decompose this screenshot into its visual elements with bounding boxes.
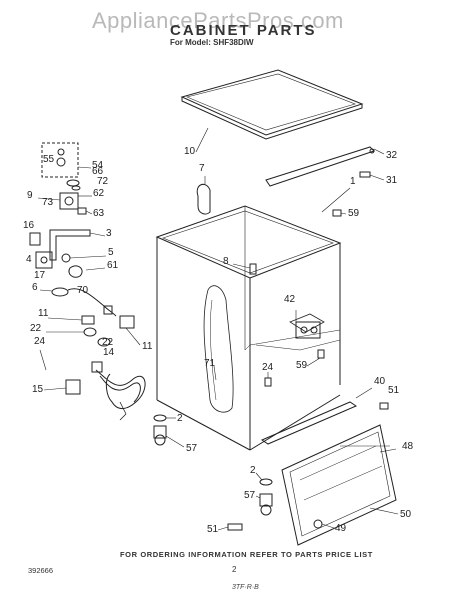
caster-57-left — [153, 414, 185, 448]
callout-51b: 51 — [207, 524, 219, 535]
document-number: 392666 — [28, 566, 54, 575]
screw-59-upper — [332, 209, 347, 217]
screw-8 — [232, 263, 257, 275]
callout-55: 55 — [43, 154, 55, 165]
callout-31: 31 — [386, 175, 398, 186]
callout-63: 63 — [93, 208, 105, 219]
page-number: 2 — [232, 565, 237, 574]
callout-11b: 11 — [142, 341, 153, 352]
cabinet-top-panel — [180, 69, 364, 140]
control-parts-group — [29, 142, 146, 421]
callout-8: 8 — [223, 256, 229, 267]
callout-72: 72 — [97, 176, 109, 187]
callout-49: 49 — [335, 523, 347, 534]
callout-62: 62 — [93, 188, 105, 199]
callout-66: 66 — [92, 166, 104, 177]
screw-51-lower — [217, 523, 243, 531]
callout-48: 48 — [402, 441, 414, 452]
callout-22b: 22 — [102, 337, 114, 348]
callout-50: 50 — [400, 509, 412, 520]
callout-71: 71 — [204, 358, 216, 369]
callout-16: 16 — [23, 220, 35, 231]
callout-42: 42 — [284, 294, 296, 305]
ordering-footer-note: FOR ORDERING INFORMATION REFER TO PARTS … — [120, 550, 373, 559]
cabinet-body — [155, 205, 342, 451]
callout-2a: 2 — [177, 413, 183, 424]
side-insulation-71 — [203, 285, 234, 413]
diagram-title: CABINET PARTS — [170, 22, 317, 39]
callout-6: 6 — [32, 282, 38, 293]
callout-57b: 57 — [244, 490, 256, 501]
bottom-code: 3TF·R·B — [232, 584, 259, 591]
motor-assembly-42 — [289, 310, 325, 339]
strap-32 — [265, 146, 375, 187]
callout-57a: 57 — [186, 443, 198, 454]
hook-7 — [196, 183, 211, 215]
screw-59-lower — [306, 349, 325, 367]
callout-70: 70 — [77, 285, 89, 296]
watermark-text: AppliancePartsPros.com — [92, 8, 344, 33]
diagram-subtitle: For Model: SHF38DIW — [170, 38, 254, 47]
callout-24b: 24 — [262, 362, 274, 373]
callout-3: 3 — [106, 228, 112, 239]
callout-7: 7 — [199, 163, 205, 174]
callout-4: 4 — [26, 254, 32, 265]
callout-73: 73 — [42, 197, 54, 208]
callout-17: 17 — [34, 270, 46, 281]
caster-57-right — [255, 472, 273, 516]
callout-32: 32 — [386, 150, 398, 161]
callout-59b: 59 — [296, 360, 308, 371]
callout-61: 61 — [107, 260, 119, 271]
callout-24a: 24 — [34, 336, 46, 347]
front-kick-panel-48 — [281, 424, 399, 546]
callout-10: 10 — [184, 146, 196, 157]
callout-15: 15 — [32, 384, 44, 395]
callout-11a: 11 — [38, 308, 49, 319]
callout-1: 1 — [350, 176, 356, 187]
callout-14: 14 — [103, 347, 115, 358]
callout-54: 54 — [92, 160, 104, 171]
screw-24-cabinet — [264, 372, 272, 387]
callout-59a: 59 — [348, 208, 360, 219]
screw-31 — [359, 171, 385, 181]
callout-40: 40 — [374, 376, 386, 387]
callout-51a: 51 — [388, 385, 400, 396]
callout-22a: 22 — [30, 323, 42, 334]
toe-rail-40 — [260, 387, 389, 445]
callout-5: 5 — [108, 247, 114, 258]
callout-2b: 2 — [250, 465, 256, 476]
callout-9: 9 — [27, 190, 33, 201]
